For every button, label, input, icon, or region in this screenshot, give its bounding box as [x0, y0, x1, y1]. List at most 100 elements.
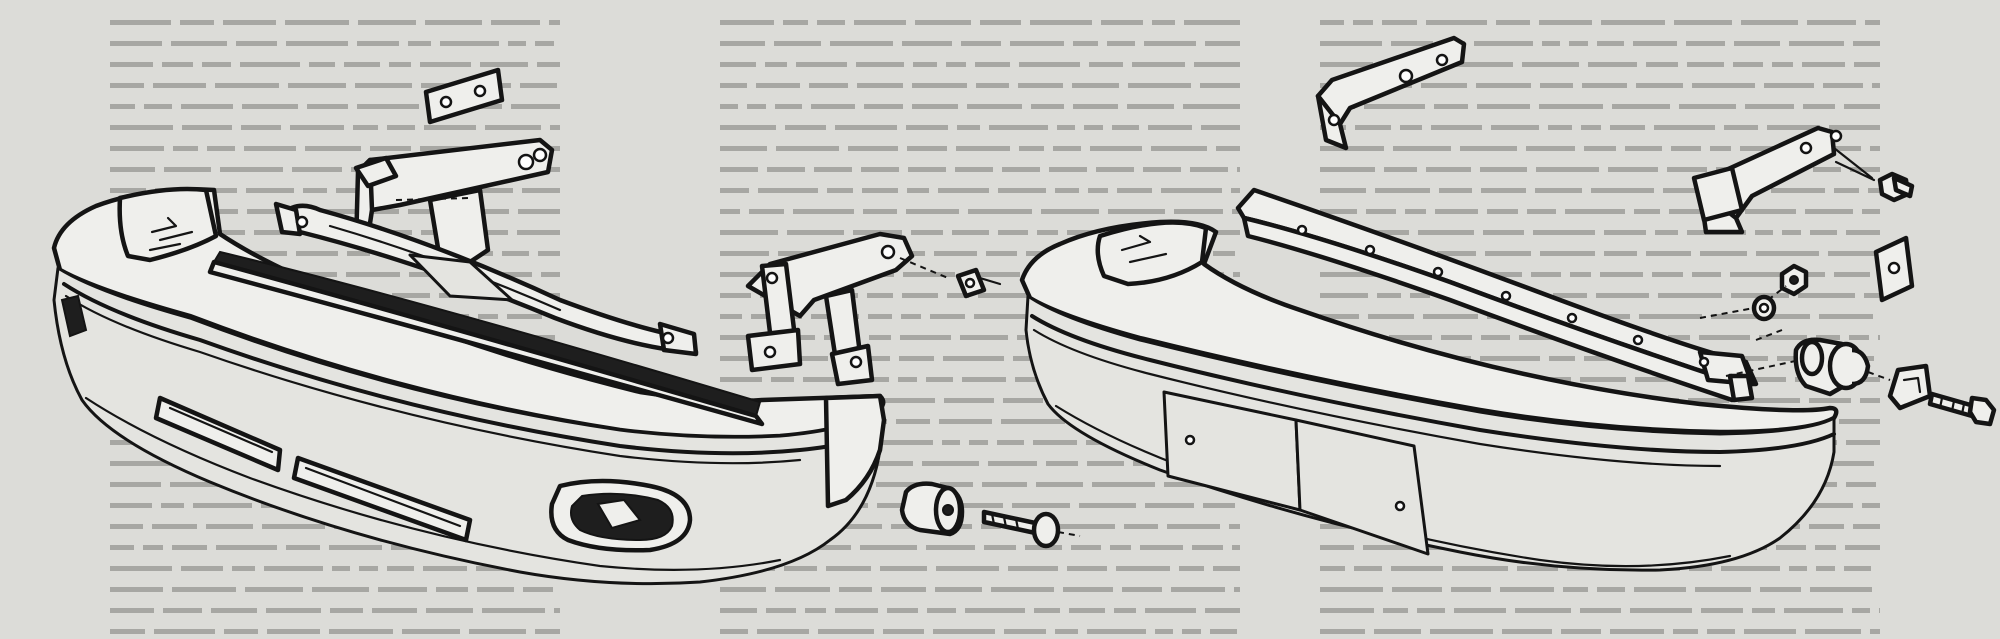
background-text-line: [1865, 20, 1880, 25]
background-text-line: [554, 608, 560, 613]
background-text-line: [964, 272, 1020, 277]
background-text-line: [926, 377, 953, 382]
background-text-line: [537, 62, 560, 67]
background-text-line: [1674, 20, 1732, 25]
background-text-line: [1663, 188, 1713, 193]
background-text-line: [143, 545, 163, 550]
background-text-line: [1089, 62, 1123, 67]
background-text-line: [935, 587, 982, 592]
background-text-line: [1210, 629, 1237, 634]
background-text-line: [507, 314, 542, 319]
background-text-line: [1597, 587, 1625, 592]
background-text-line: [930, 314, 965, 319]
background-text-line: [180, 20, 214, 25]
background-text-line: [372, 608, 417, 613]
background-text-line: [1454, 608, 1506, 613]
background-text-line: [1205, 608, 1240, 613]
background-text-line: [1540, 251, 1595, 256]
background-text-line: [1031, 104, 1064, 109]
rear-washer: [1751, 294, 1777, 322]
background-text-line: [1671, 146, 1701, 151]
background-text-line: [1610, 629, 1664, 634]
background-text-line: [1730, 272, 1790, 277]
background-text-line: [329, 629, 393, 634]
background-text-line: [1148, 125, 1192, 130]
background-text-line: [1320, 167, 1375, 172]
background-text-line: [1604, 251, 1637, 256]
background-text-line: [1213, 566, 1240, 571]
background-text-line: [1711, 314, 1761, 319]
background-text-line: [1426, 20, 1487, 25]
background-text-line: [1071, 545, 1101, 550]
rubber-strip: [207, 250, 765, 427]
background-text-line: [290, 125, 344, 130]
background-text-line: [835, 125, 897, 130]
background-text-line: [720, 272, 760, 277]
background-text-line: [1034, 608, 1060, 613]
background-text-line: [1008, 566, 1058, 571]
background-text-line: [1161, 188, 1222, 193]
background-text-line: [876, 482, 931, 487]
background-text-line: [1802, 62, 1845, 67]
background-text-line: [1090, 146, 1142, 151]
background-text-line: [1601, 20, 1665, 25]
background-text-line: [482, 608, 545, 613]
background-text-line: [720, 104, 738, 109]
background-text-line: [172, 545, 207, 550]
background-text-line: [1320, 545, 1354, 550]
background-text-line: [264, 566, 323, 571]
background-text-line: [1229, 524, 1240, 529]
background-text-line: [940, 482, 973, 487]
background-text-line: [353, 125, 378, 130]
background-text-line: [236, 41, 277, 46]
background-text-line: [211, 608, 257, 613]
background-text-line: [839, 587, 872, 592]
background-text-line: [1430, 629, 1493, 634]
background-text-line: [1122, 587, 1162, 592]
background-text-line: [785, 125, 826, 130]
background-text-line: [1485, 272, 1522, 277]
background-text-line: [902, 41, 952, 46]
background-text-line: [767, 167, 805, 172]
background-text-line: [1108, 209, 1165, 214]
background-text-line: [1197, 230, 1240, 235]
background-text-line: [835, 608, 878, 613]
background-text-line: [965, 608, 1025, 613]
background-text-line: [1829, 125, 1880, 130]
background-text-line: [749, 209, 784, 214]
background-text-line: [480, 62, 528, 67]
background-text-line: [1699, 335, 1750, 340]
background-text-line: [110, 83, 144, 88]
background-text-line: [1803, 104, 1835, 109]
background-text-line: [1832, 146, 1861, 151]
background-text-line: [900, 335, 951, 340]
background-text-line: [1526, 146, 1575, 151]
background-text-line: [944, 398, 994, 403]
background-text-line: [1234, 587, 1240, 592]
background-text-line: [1744, 629, 1796, 634]
background-text-line: [1752, 608, 1775, 613]
background-text-line: [908, 167, 946, 172]
background-text-line: [1117, 188, 1152, 193]
background-text-line: [170, 482, 218, 487]
background-text-line: [307, 104, 348, 109]
background-text-line: [1813, 167, 1841, 172]
background-text-line: [848, 146, 898, 151]
rear-rubber-buffer: [1793, 337, 1871, 397]
background-text-line: [774, 41, 821, 46]
background-text-line: [1439, 188, 1472, 193]
background-text-line: [1019, 62, 1080, 67]
background-text-line: [511, 104, 560, 109]
background-text-line: [1232, 209, 1240, 214]
background-text-line: [1320, 188, 1366, 193]
background-text-line: [1646, 251, 1691, 256]
fog-light: [549, 478, 693, 553]
background-text-line: [720, 125, 776, 130]
background-text-line: [986, 251, 1017, 256]
background-text-line: [1580, 377, 1626, 382]
background-text-line: [1502, 629, 1552, 634]
background-text-line: [336, 188, 356, 193]
background-text-line: [864, 104, 903, 109]
background-text-line: [245, 587, 303, 592]
background-text-line: [1055, 188, 1079, 193]
